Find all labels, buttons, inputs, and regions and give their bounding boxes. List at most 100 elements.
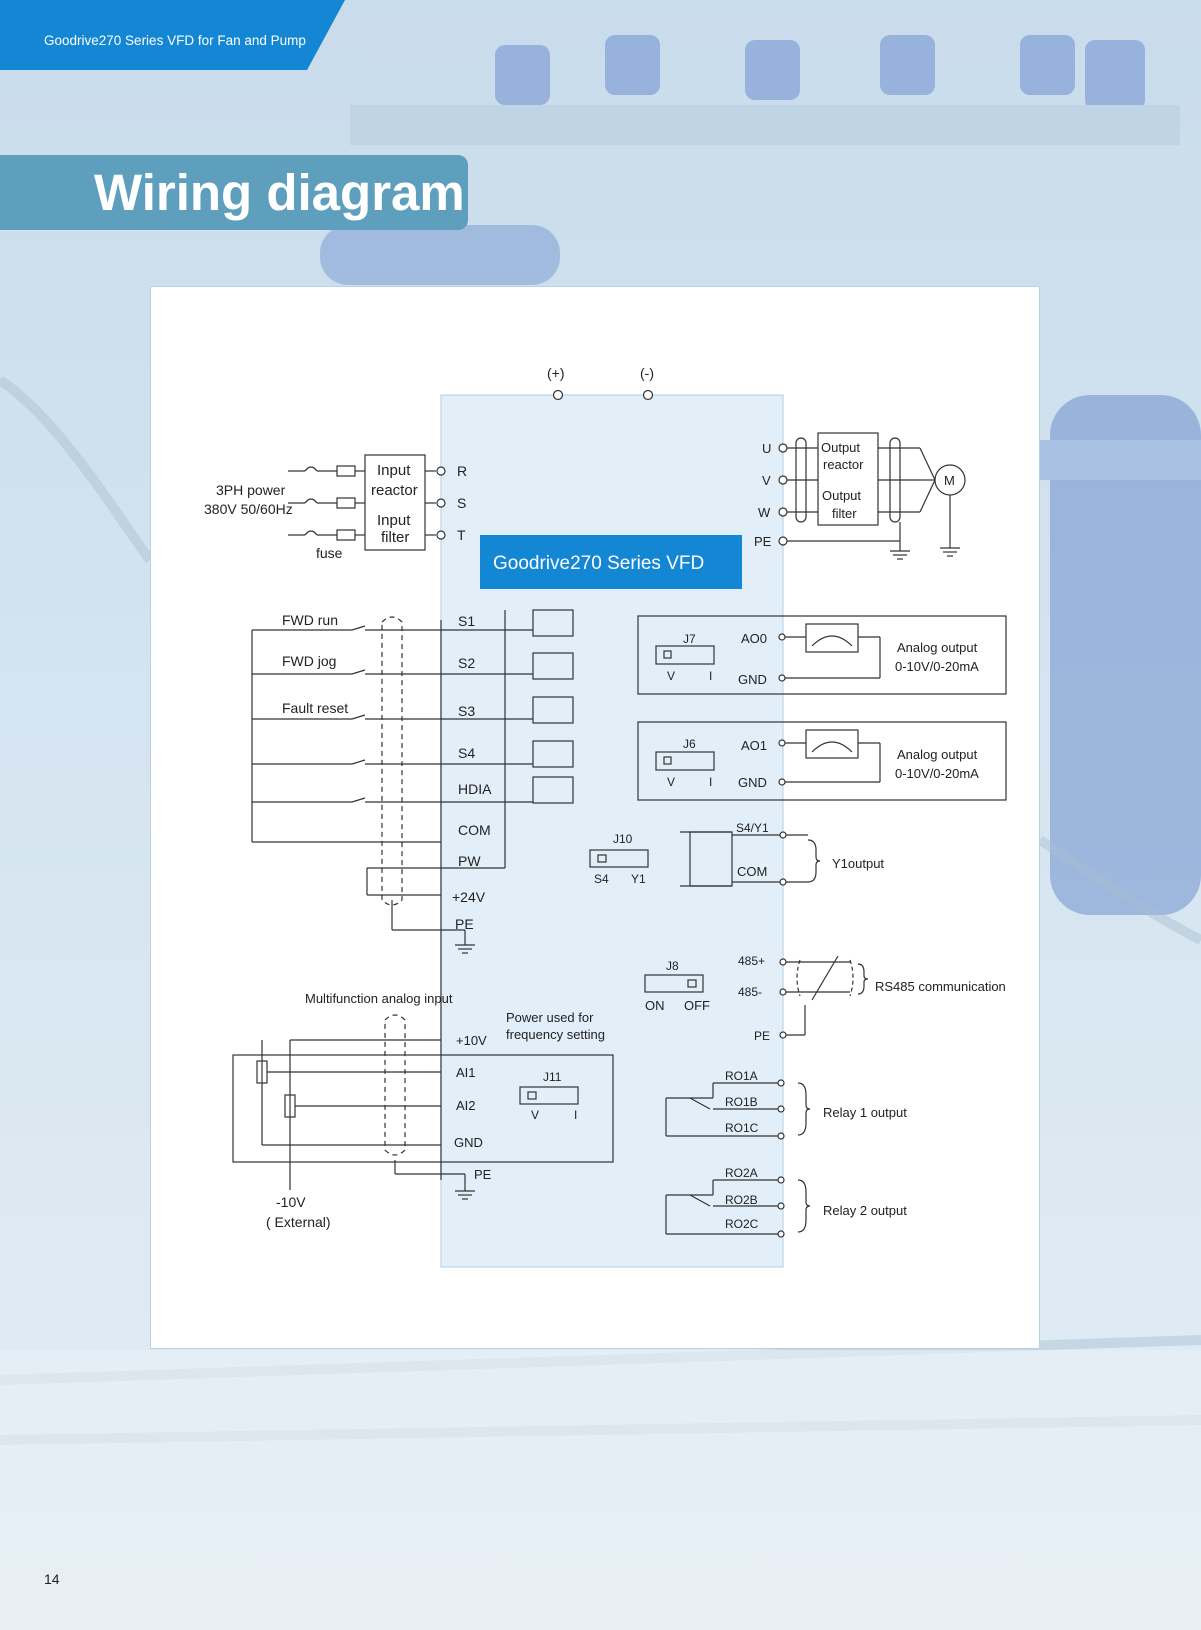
dc-plus-terminal <box>552 389 564 401</box>
terminal-s: S <box>457 495 466 511</box>
output-reactor-filter-box <box>817 432 879 526</box>
terminal-24v: +24V <box>452 889 486 905</box>
ro1c-label: RO1C <box>725 1121 759 1135</box>
terminal-s3: S3 <box>458 703 475 719</box>
terminal-s1: S1 <box>458 613 475 629</box>
wiring-diagram: Goodrive270 Series VFD (+) (-) 3PH power… <box>204 365 1007 1268</box>
terminal-pe-di: PE <box>455 916 474 932</box>
terminal-ai2: AI2 <box>456 1098 476 1113</box>
ao1-block <box>637 721 1007 801</box>
terminal-u: U <box>762 441 771 456</box>
series-header-text: Goodrive270 Series VFD for Fan and Pump <box>44 33 306 48</box>
j11-i: I <box>574 1108 577 1122</box>
output-filter-label-1: Output <box>822 488 861 503</box>
rs485-plus: 485+ <box>738 954 765 968</box>
y1-output-wiring <box>680 831 821 887</box>
meter-icon <box>805 623 859 653</box>
ro2c-label: RO2C <box>725 1217 759 1231</box>
y1-com-label: COM <box>737 864 767 879</box>
meter-icon <box>805 729 859 759</box>
relay2-label: Relay 2 output <box>823 1203 907 1218</box>
fan-motor-decor <box>320 35 1201 915</box>
ro2b-label: RO2B <box>725 1193 758 1207</box>
j8-jumper <box>644 974 704 993</box>
analog-input-wiring <box>232 1014 614 1200</box>
ao1-label: AO1 <box>741 738 767 753</box>
terminal-hdia: HDIA <box>458 781 492 797</box>
output-wiring <box>778 432 966 560</box>
fault-reset-label: Fault reset <box>282 700 348 716</box>
ro1a-label: RO1A <box>725 1069 758 1083</box>
j11-jumper <box>519 1086 579 1105</box>
ao1-desc-1: Analog output <box>897 747 978 762</box>
j8-on: ON <box>645 998 665 1013</box>
input-reactor-label-2: reactor <box>371 482 418 499</box>
fuse-label: fuse <box>316 545 343 561</box>
fwd-run-label: FWD run <box>282 612 338 628</box>
ao1-gnd: GND <box>738 775 767 790</box>
power-input-wiring <box>288 454 446 551</box>
terminal-s2: S2 <box>458 655 475 671</box>
vfd-label-box <box>480 535 742 589</box>
rs485-label: RS485 communication <box>875 979 1006 994</box>
j11-label: J11 <box>543 1070 562 1084</box>
terminal-gnd-ai: GND <box>454 1135 483 1150</box>
output-filter-label-2: filter <box>832 506 857 521</box>
j6-label: J6 <box>683 737 696 751</box>
neg-10v-label: -10V <box>276 1194 306 1210</box>
terminal-s4: S4 <box>458 745 475 761</box>
fwd-jog-label: FWD jog <box>282 653 336 669</box>
power-note-1: Power used for <box>506 1010 594 1025</box>
j10-jumper <box>589 849 649 868</box>
ao0-gnd: GND <box>738 672 767 687</box>
j6-v: V <box>667 775 675 789</box>
terminal-pe-out: PE <box>754 534 772 549</box>
terminal-ai1: AI1 <box>456 1065 476 1080</box>
rs485-minus: 485- <box>738 985 762 999</box>
j10-y1: Y1 <box>631 872 646 886</box>
ao0-label: AO0 <box>741 631 767 646</box>
power-note-2: frequency setting <box>506 1027 605 1042</box>
ao0-block <box>637 615 1007 695</box>
power-label-2: 380V 50/60Hz <box>204 501 293 517</box>
series-header-tab: Goodrive270 Series VFD for Fan and Pump <box>0 0 345 70</box>
external-label: ( External) <box>266 1214 331 1230</box>
input-reactor-label-1: Input <box>377 462 411 479</box>
motor-label: M <box>944 473 955 488</box>
power-label-1: 3PH power <box>216 482 286 498</box>
vfd-label: Goodrive270 Series VFD <box>493 553 704 574</box>
j7-i: I <box>709 669 712 683</box>
input-filter-label-1: Input <box>377 512 411 529</box>
relay1-label: Relay 1 output <box>823 1105 907 1120</box>
j6-i: I <box>709 775 712 789</box>
dc-plus-label: (+) <box>547 365 565 381</box>
ro1b-label: RO1B <box>725 1095 758 1109</box>
page-title: Wiring diagram <box>94 164 465 221</box>
j10-s4: S4 <box>594 872 609 886</box>
terminal-w: W <box>758 505 771 520</box>
terminal-10v: +10V <box>456 1033 487 1048</box>
output-reactor-label-1: Output <box>821 440 860 455</box>
ao0-desc-1: Analog output <box>897 640 978 655</box>
terminal-pe-ai: PE <box>474 1167 492 1182</box>
page-title-band: Wiring diagram <box>0 155 468 230</box>
y1-top-label: S4/Y1 <box>736 821 769 835</box>
terminal-pw: PW <box>458 853 481 869</box>
terminal-r: R <box>457 463 467 479</box>
digital-input-wiring <box>251 609 574 1180</box>
terminal-t: T <box>457 527 466 543</box>
j7-v: V <box>667 669 675 683</box>
output-reactor-label-2: reactor <box>823 457 864 472</box>
j11-v: V <box>531 1108 539 1122</box>
page-number: 14 <box>44 1571 60 1587</box>
j8-label: J8 <box>666 959 679 973</box>
dc-minus-label: (-) <box>640 365 654 381</box>
dc-minus-terminal <box>642 389 654 401</box>
ro2a-label: RO2A <box>725 1166 758 1180</box>
input-filter-label-2: filter <box>381 529 409 546</box>
terminal-v: V <box>762 473 771 488</box>
j7-label: J7 <box>683 632 696 646</box>
rs485-pe: PE <box>754 1029 770 1043</box>
ao1-desc-2: 0-10V/0-20mA <box>895 766 979 781</box>
relay1-wiring <box>665 1079 811 1140</box>
